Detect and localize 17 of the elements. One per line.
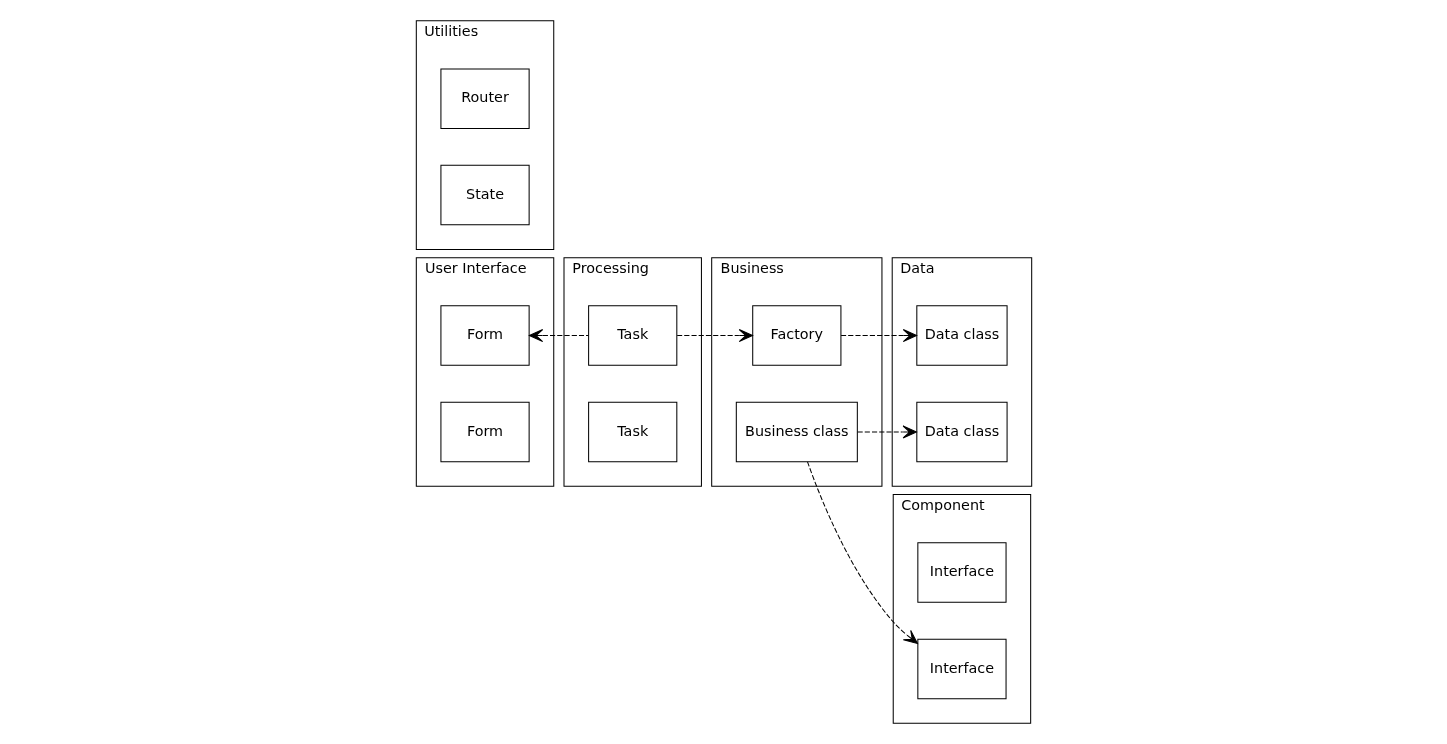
arrow xyxy=(856,425,917,439)
node-box: Factory xyxy=(751,305,841,366)
node-box: Interface xyxy=(916,542,1007,603)
arrow xyxy=(528,329,589,343)
node-box: State xyxy=(439,164,530,226)
node-box: Business class xyxy=(735,401,858,463)
node-box: Data class xyxy=(915,305,1008,366)
node-box: Form xyxy=(439,401,530,463)
arrow xyxy=(676,329,753,343)
node-box: Data class xyxy=(915,401,1008,463)
arrow xyxy=(806,461,918,644)
node-box: Form xyxy=(439,305,530,366)
node-box: Interface xyxy=(916,638,1007,700)
node-box: Task xyxy=(587,305,677,366)
node-box: Task xyxy=(587,401,677,463)
node-box: Router xyxy=(439,68,530,129)
arrow xyxy=(840,329,917,343)
